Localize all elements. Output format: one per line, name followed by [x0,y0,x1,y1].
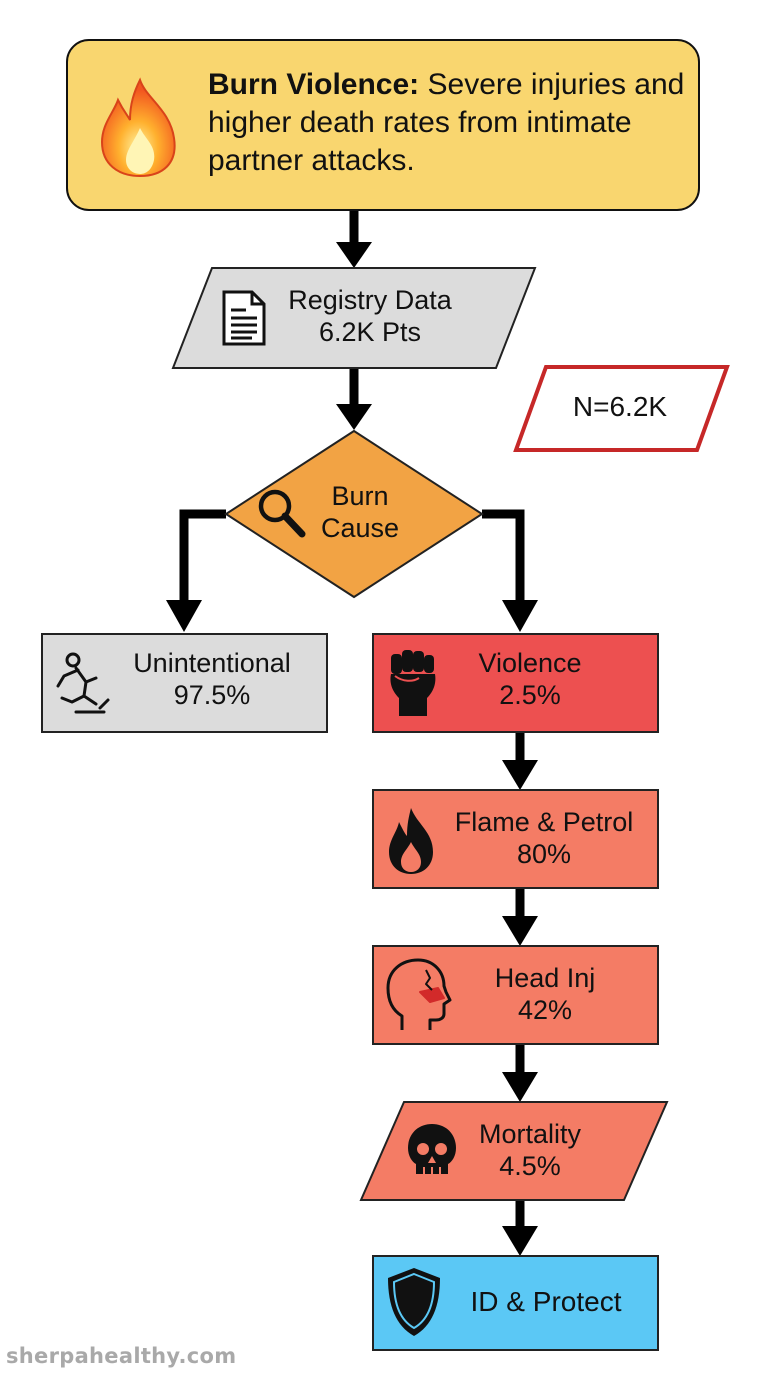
head-injury-node [372,945,659,1045]
burn-cause-decision [224,429,484,599]
mortality-title: Mortality [478,1119,581,1149]
magnifier-icon [258,489,306,538]
falling-person-icon [56,652,110,714]
fist-icon [390,650,436,716]
head-injury-percent: 42% [517,995,573,1026]
flame-petrol-title: Flame & Petrol [454,807,634,837]
arrowhead [502,600,538,632]
burn-cause-line2: Cause [320,513,400,544]
sample-size-box [513,365,730,452]
skull-icon [408,1124,456,1174]
id-protect-title: ID & Protect [470,1286,622,1317]
flame-petrol-label: Flame & Petrol 80% [436,806,652,871]
unintentional-title: Unintentional [133,648,291,678]
registry-data-label: Registry Data 6.2K Pts [262,284,478,349]
fire-icon [100,77,176,178]
mortality-percent: 4.5% [499,1151,561,1182]
arrowhead [336,404,372,430]
violence-title: Violence [478,648,582,678]
registry-data-title: Registry Data [288,285,452,315]
burn-cause-line1: Burn [331,481,389,511]
edge-decision-unintentional [179,509,226,604]
header-banner [66,39,700,211]
connectors [179,210,525,1230]
arrowhead [502,1226,538,1256]
arrowhead [502,916,538,946]
flame-icon [389,808,433,874]
sample-size-label: N=6.2K [540,390,700,424]
unintentional-percent: 97.5% [173,680,251,711]
header-text: Burn Violence: Severe injuries and highe… [208,66,688,180]
shield-icon [388,1268,440,1336]
violence-percent: 2.5% [499,680,561,711]
burn-cause-label: Burn Cause [300,480,420,545]
unintentional-node [41,633,328,733]
edge-decision-violence [482,509,525,604]
mortality-label: Mortality 4.5% [450,1118,610,1183]
header-title: Burn Violence: [208,68,420,101]
header-description: Severe injuries and higher death rates f… [208,68,685,178]
registry-data-count: 6.2K Pts [318,317,422,348]
head-injury-title: Head Inj [494,963,596,993]
arrowhead [502,760,538,790]
watermark: sherpahealthy.com [6,1344,237,1368]
arrowhead [502,1072,538,1102]
flame-petrol-percent: 80% [516,839,572,870]
head-injury-label: Head Inj 42% [450,962,640,1027]
id-protect-label: ID & Protect [446,1285,646,1319]
head-injury-icon [386,958,452,1030]
arrowhead [166,600,202,632]
violence-label: Violence 2.5% [440,647,620,712]
arrowheads [166,242,538,1256]
sample-size-value: N=6.2K [572,391,668,422]
unintentional-label: Unintentional 97.5% [112,647,312,712]
arrowhead [336,242,372,268]
document-icon [222,290,266,346]
